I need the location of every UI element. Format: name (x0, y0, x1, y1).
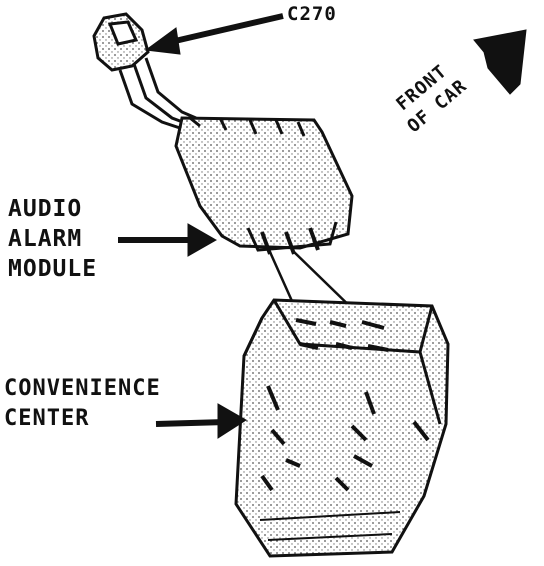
convenience-center-label: CONVENIENCE CENTER (4, 374, 161, 434)
convenience-center-arrow (155, 403, 247, 439)
c270-connector (92, 12, 197, 130)
front-of-car-arrow (473, 29, 527, 95)
audio-alarm-module-label-line: MODULE (8, 256, 98, 282)
audio-alarm-module-label-line: AUDIO (8, 196, 83, 222)
c270-arrow (144, 13, 284, 55)
audio-alarm-module-label: AUDIO ALARM MODULE (8, 194, 97, 284)
audio-alarm-module-label-line: ALARM (8, 226, 83, 252)
convenience-center (234, 298, 450, 558)
convenience-center-label-line: CENTER (4, 406, 90, 431)
audio-alarm-module (174, 116, 363, 319)
c270-label: C270 (287, 3, 337, 25)
audio-alarm-arrow (118, 223, 218, 257)
convenience-center-label-line: CONVENIENCE (4, 376, 161, 401)
